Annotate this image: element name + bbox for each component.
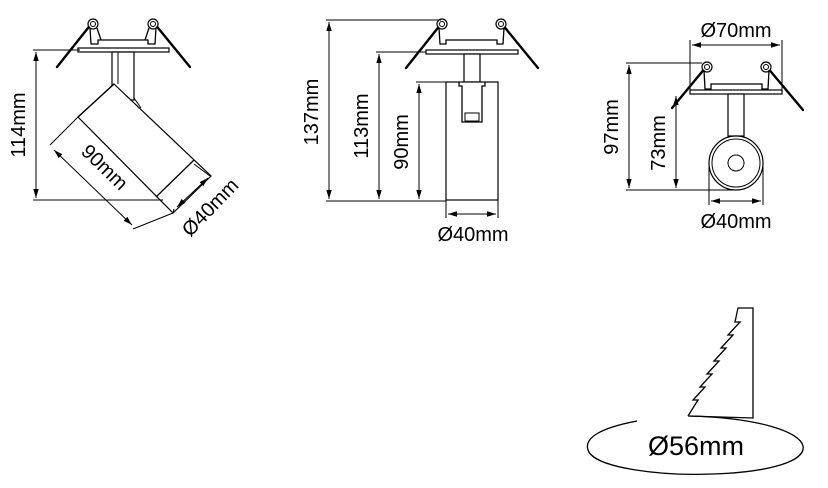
label-height-97: 97mm — [601, 99, 623, 155]
clip-pivot-left — [701, 61, 713, 73]
lens — [727, 154, 745, 172]
clip-pivot-right — [147, 18, 159, 30]
spring-clip-right — [765, 65, 805, 112]
clip-pivot-right — [495, 18, 507, 30]
ring-clips — [670, 61, 805, 112]
label-height-113: 113mm — [351, 93, 373, 158]
label-height-73: 73mm — [648, 115, 670, 171]
spring-clip-left — [670, 65, 708, 110]
ceiling-section — [687, 307, 754, 419]
dim-line-90 — [53, 149, 133, 226]
spring-clip-right — [152, 21, 192, 69]
straight-body — [445, 81, 499, 201]
label-body-length-90-straight: 90mm — [391, 114, 413, 170]
spring-clip-left — [404, 22, 443, 70]
label-height-137: 137mm — [301, 79, 323, 146]
cutout-ellipse — [586, 415, 804, 475]
label-diameter-40-straight: Ø40mm — [437, 224, 508, 246]
view-side-straight: 137mm 113mm 90mm Ø40mm — [301, 18, 540, 246]
label-height-114: 114mm — [8, 92, 30, 157]
spring-clip-left — [55, 21, 94, 69]
view-front: Ø70mm 97mm 73mm Ø40mm — [601, 20, 805, 233]
view-side-tilted: 114mm 90mm Ø40mm — [8, 18, 243, 241]
clip-pivot-left — [436, 18, 448, 30]
dim-line-40-tilted — [176, 177, 209, 208]
stem — [727, 93, 745, 137]
stem — [463, 53, 481, 83]
ring-clips — [55, 18, 192, 69]
spring-clip-right — [500, 22, 540, 70]
clip-pivot-left — [87, 18, 99, 30]
label-cutout-diameter-56: Ø56mm — [648, 431, 744, 461]
body-front-outer — [708, 135, 764, 191]
clip-pivot-right — [760, 61, 772, 73]
label-diameter-40-front: Ø40mm — [700, 211, 771, 233]
view-cutout: Ø56mm — [586, 307, 804, 475]
label-diameter-70: Ø70mm — [700, 20, 771, 42]
